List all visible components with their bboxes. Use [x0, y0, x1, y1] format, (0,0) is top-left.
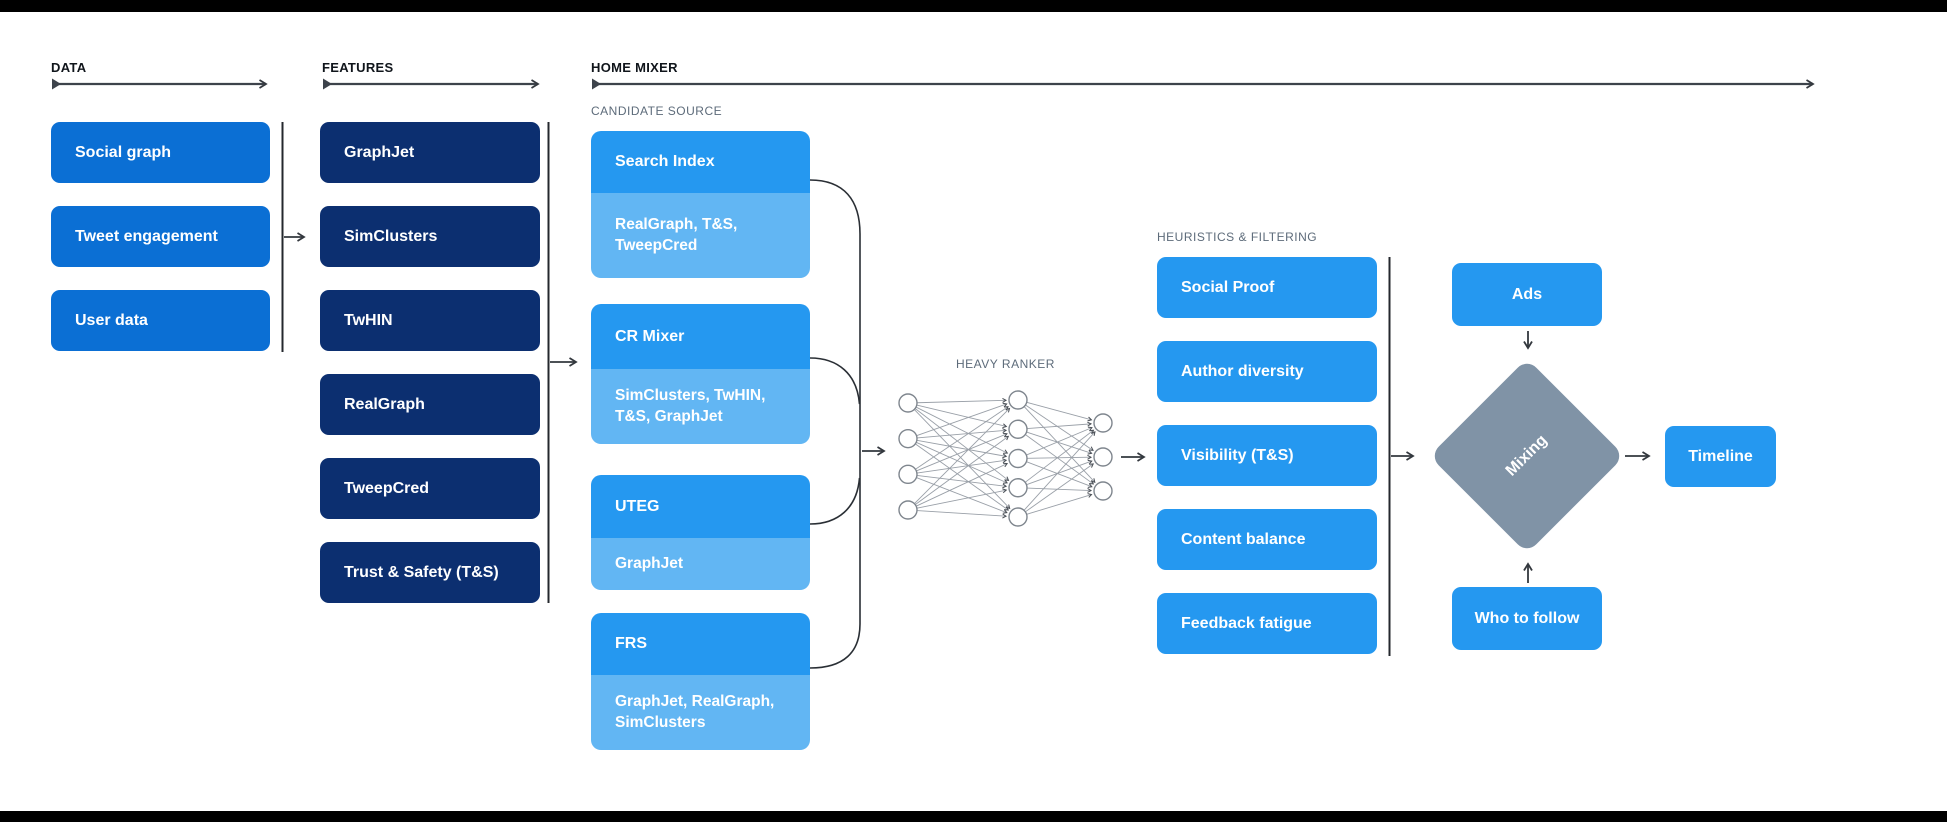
candidate-card-uteg: UTEG GraphJet [591, 475, 810, 590]
feature-box-tweepcred: TweepCred [320, 458, 540, 519]
candidate-sub-features: RealGraph, T&S, TweepCred [591, 193, 810, 278]
data-box-user-data: User data [51, 290, 270, 351]
heuristic-box-visibility: Visibility (T&S) [1157, 425, 1377, 486]
data-box-tweet-engagement: Tweet engagement [51, 206, 270, 267]
feature-box-simclusters: SimClusters [320, 206, 540, 267]
ads-box: Ads [1452, 263, 1602, 326]
heuristic-box-feedback-fatigue: Feedback fatigue [1157, 593, 1377, 654]
column-divider-lines [281, 122, 1391, 656]
heuristics-filtering-label: HEURISTICS & FILTERING [1157, 230, 1318, 244]
home-mixer-column-header: HOME MIXER [591, 60, 678, 75]
data-column-header: DATA [51, 60, 87, 75]
heuristic-box-content-balance: Content balance [1157, 509, 1377, 570]
top-letterbox-bar [0, 0, 1947, 12]
timeline-box: Timeline [1665, 426, 1776, 487]
candidate-title: CR Mixer [591, 304, 810, 369]
feature-box-trust-safety: Trust & Safety (T&S) [320, 542, 540, 603]
candidate-source-label: CANDIDATE SOURCE [591, 104, 723, 118]
candidate-sub-features: SimClusters, TwHIN, T&S, GraphJet [591, 369, 810, 444]
candidate-sub-features: GraphJet [591, 538, 810, 590]
heavy-ranker-network-icon [898, 390, 1113, 527]
candidate-title: UTEG [591, 475, 810, 538]
candidate-card-cr-mixer: CR Mixer SimClusters, TwHIN, T&S, GraphJ… [591, 304, 810, 444]
who-to-follow-box: Who to follow [1452, 587, 1602, 650]
candidate-title: FRS [591, 613, 810, 675]
feature-box-graphjet: GraphJet [320, 122, 540, 183]
heavy-ranker-label: HEAVY RANKER [956, 357, 1055, 371]
flow-arrows [284, 232, 1651, 583]
candidate-card-frs: FRS GraphJet, RealGraph, SimClusters [591, 613, 810, 750]
candidate-card-search-index: Search Index RealGraph, T&S, TweepCred [591, 131, 810, 278]
header-axis-start-ticks [52, 78, 601, 90]
candidate-source-connectors [809, 179, 861, 669]
candidate-title: Search Index [591, 131, 810, 193]
heuristic-box-social-proof: Social Proof [1157, 257, 1377, 318]
heuristic-box-author-diversity: Author diversity [1157, 341, 1377, 402]
feature-box-twhin: TwHIN [320, 290, 540, 351]
data-box-social-graph: Social graph [51, 122, 270, 183]
bottom-letterbox-bar [0, 811, 1947, 822]
feature-box-realgraph: RealGraph [320, 374, 540, 435]
features-column-header: FEATURES [322, 60, 394, 75]
candidate-sub-features: GraphJet, RealGraph, SimClusters [591, 675, 810, 750]
